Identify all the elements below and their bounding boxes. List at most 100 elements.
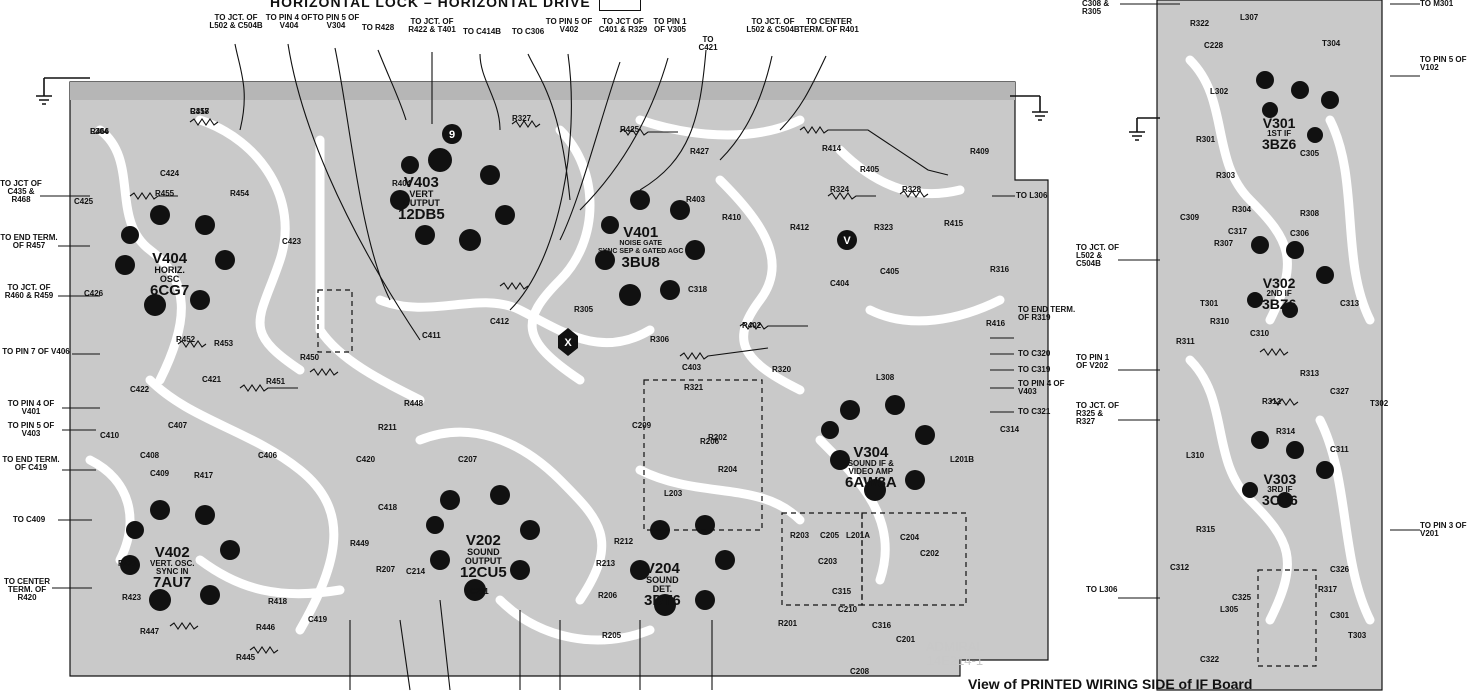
component-ref: C411 xyxy=(422,331,441,340)
component-ref: R451 xyxy=(266,377,286,386)
left-label: TO JCT OF C435 & R468 xyxy=(0,179,42,204)
copper-traces xyxy=(85,55,1375,645)
component-ref: T302 xyxy=(1370,399,1389,408)
component-ref: R202 xyxy=(708,433,728,442)
component-ref: L201A xyxy=(846,531,871,540)
component-ref: C419 xyxy=(308,615,328,624)
component-ref: C201 xyxy=(896,635,916,644)
component-ref: R203 xyxy=(790,531,810,540)
top-label: TO JCT. OF L502 & C504B xyxy=(209,13,263,30)
header-title: HORIZONTAL LOCK – HORIZONTAL DRIVE xyxy=(270,0,641,12)
top-label: TO PIN 1 OF V305 xyxy=(653,17,687,34)
component-ref: R306 xyxy=(650,335,670,344)
component-ref: L310 xyxy=(1186,451,1205,460)
component-ref: R301 xyxy=(1196,135,1216,144)
component-ref: R455 xyxy=(155,189,175,198)
component-ref: C326 xyxy=(1330,565,1350,574)
component-ref: C305 xyxy=(1300,149,1320,158)
component-ref: C209 xyxy=(632,421,652,430)
component-ref: R405 xyxy=(860,165,880,174)
component-ref: R310 xyxy=(1210,317,1230,326)
component-ref: C317 xyxy=(190,107,210,116)
component-ref: R427 xyxy=(690,147,710,156)
component-ref: C315 xyxy=(832,587,852,596)
component-ref: C207 xyxy=(458,455,478,464)
left-label: TO END TERM. OF R457 xyxy=(0,233,58,250)
component-ref: C410 xyxy=(100,431,120,440)
component-ref: C420 xyxy=(356,455,376,464)
component-ref: R448 xyxy=(404,399,424,408)
component-ref: C313 xyxy=(1340,299,1360,308)
component-ref: C210 xyxy=(838,605,858,614)
left-label: TO JCT. OF R460 & R459 xyxy=(4,283,54,300)
component-ref: C204 xyxy=(900,533,920,542)
component-ref: R311 xyxy=(1176,337,1195,346)
component-ref: R204 xyxy=(718,465,738,474)
ground-symbols xyxy=(36,77,1160,141)
component-ref: C211 xyxy=(470,587,489,596)
component-ref: R415 xyxy=(944,219,964,228)
leader-lines xyxy=(40,3,1420,691)
component-ref: T304 xyxy=(1322,39,1341,48)
top-label: TO C414B xyxy=(462,27,502,36)
left-label: TO CENTER TERM. OF R420 xyxy=(3,577,51,602)
side-label: TO JCT. OF L502 & C504B xyxy=(1076,243,1119,268)
component-ref: C322 xyxy=(1200,655,1220,664)
marker-v: V xyxy=(843,235,851,247)
tube-sockets xyxy=(115,71,1339,616)
component-ref: R452 xyxy=(176,335,196,344)
component-ref: R316 xyxy=(990,265,1010,274)
main-board-outline xyxy=(69,81,1049,677)
component-ref: C418 xyxy=(378,503,398,512)
right-label: TO PIN 4 OF V403 xyxy=(1018,379,1065,396)
component-ref: R320 xyxy=(772,365,792,374)
component-ref: R201 xyxy=(778,619,798,628)
component-ref: R403 xyxy=(686,195,706,204)
component-ref: R321 xyxy=(684,383,704,392)
component-ref: R447 xyxy=(140,627,160,636)
component-ref: R304 xyxy=(1232,205,1252,214)
right-label: TO C321 xyxy=(1018,407,1051,416)
component-ref: R312 xyxy=(1262,397,1282,406)
side-label: TO PIN 5 OF V102 xyxy=(1420,55,1467,72)
component-ref: C405 xyxy=(880,267,900,276)
left-label: TO END TERM. OF C419 xyxy=(2,455,60,472)
component-ref: R317 xyxy=(1318,585,1338,594)
component-ref: R206 xyxy=(700,437,720,446)
component-ref: C423 xyxy=(282,237,302,246)
top-label: TO PIN 4 OF V404 xyxy=(265,13,313,30)
component-ref: C407 xyxy=(168,421,188,430)
component-ref: R421 xyxy=(118,559,138,568)
component-ref: R450 xyxy=(300,353,320,362)
top-label: TO JCT. OF R422 & T401 xyxy=(408,17,456,34)
component-ref: R205 xyxy=(602,631,622,640)
top-label: TO C306 xyxy=(511,27,545,36)
component-ref: C316 xyxy=(872,621,892,630)
component-ref: R308 xyxy=(1300,209,1320,218)
component-ref: C406 xyxy=(258,451,278,460)
component-ref: C421 xyxy=(202,375,222,384)
top-label: TO CENTER TERM. OF R401 xyxy=(799,17,859,34)
left-label: TO PIN 5 OF V403 xyxy=(7,421,55,438)
left-label: TO PIN 7 OF V406 xyxy=(2,347,70,356)
side-label: TO PIN 1 OF V202 xyxy=(1076,353,1110,370)
component-ref: R313 xyxy=(1300,369,1320,378)
top-label: TO JCT. OF L502 & C504B xyxy=(746,17,800,34)
component-ref: R328 xyxy=(902,185,922,194)
top-label: TO R428 xyxy=(361,23,395,32)
side-label: TO L306 xyxy=(1086,585,1118,594)
ground-bus xyxy=(70,82,1015,100)
component-ref: C426 xyxy=(84,289,104,298)
component-ref: R454 xyxy=(230,189,250,198)
component-ref: C422 xyxy=(130,385,150,394)
top-label: TO JCT OF C401 & R329 xyxy=(598,17,648,34)
side-label: TO JCT. OF R325 & R327 xyxy=(1076,401,1119,426)
